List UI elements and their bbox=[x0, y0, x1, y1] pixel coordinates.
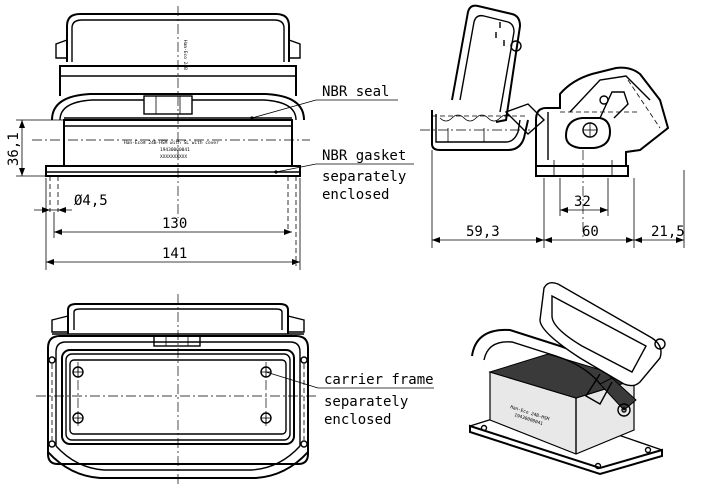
dimension-hole: Ø4,5 bbox=[34, 193, 108, 213]
dim-hole-value: Ø4,5 bbox=[74, 193, 108, 209]
top-view bbox=[36, 294, 316, 484]
front-view: Han-Eco 24B Han-Eco® 24B-HSM with SL wit… bbox=[32, 6, 310, 266]
nbr-gasket-sep2: enclosed bbox=[322, 187, 389, 203]
carrier-frame-sep2: enclosed bbox=[324, 412, 391, 428]
carrier-frame-sep1: separately bbox=[324, 394, 408, 410]
dim-21-5-value: 21,5 bbox=[651, 224, 685, 240]
carrier-frame-label: carrier frame bbox=[324, 372, 434, 388]
dim-height-value: 36,1 bbox=[6, 132, 22, 166]
carrier-frame-callout: carrier frame separately enclosed bbox=[265, 371, 434, 428]
nbr-gasket-label: NBR gasket bbox=[322, 148, 406, 164]
marking-line-2: 19430000041 bbox=[160, 147, 190, 153]
dimension-130: 130 bbox=[53, 212, 292, 238]
marking-line-1: Han-Eco® 24B-HSM with SL with cover bbox=[124, 140, 219, 146]
dim-60-value: 60 bbox=[582, 224, 599, 240]
dimension-141: 141 bbox=[45, 178, 301, 270]
nbr-seal-callout: NBR seal bbox=[251, 84, 398, 119]
dimension-height: 36,1 bbox=[6, 119, 64, 177]
dimension-side: 32 59,3 60 21,5 bbox=[431, 150, 685, 248]
dim-59-3-value: 59,3 bbox=[466, 224, 500, 240]
marking-line-3: XXXXXXXXXX bbox=[160, 154, 187, 160]
dim-32-value: 32 bbox=[574, 194, 591, 210]
dim-141-value: 141 bbox=[162, 246, 187, 262]
nbr-gasket-callout: NBR gasket separately enclosed bbox=[275, 148, 414, 203]
isometric-view: Han-Eco 24B-HSM 19430000041 bbox=[469, 281, 666, 476]
nbr-gasket-sep1: separately bbox=[322, 169, 406, 185]
nbr-seal-label: NBR seal bbox=[322, 84, 389, 100]
svg-text:Han-Eco 24B: Han-Eco 24B bbox=[182, 40, 188, 70]
dim-130-value: 130 bbox=[162, 216, 187, 232]
side-view bbox=[420, 4, 670, 240]
